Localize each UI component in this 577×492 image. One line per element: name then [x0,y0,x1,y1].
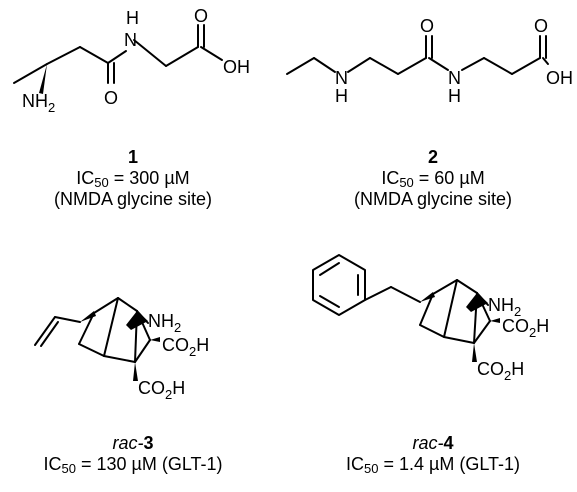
amine-label: NH2 [148,311,181,335]
carboxyl-2-label: CO2H [477,359,524,383]
compound-id: 1 [127,147,138,167]
acid-carbonyl-oxygen-label: O [534,16,548,36]
carboxyl-2-label: CO2H [138,378,185,402]
amide-n-label: N [448,68,461,88]
caption-compound-1: 1 IC50 = 300 µM (NMDA glycine site) [3,147,263,210]
caption-compound-3: rac-3 IC50 = 130 µM (GLT-1) [3,433,263,475]
carbonyl-oxygen-label: O [104,88,118,108]
amine-label: NH2 [488,295,521,319]
compound-id: rac-4 [412,433,454,453]
acid-hydroxyl-label: OH [546,68,573,88]
potency-value: IC50 = 60 µM [381,168,485,190]
compound-id: rac-3 [112,433,154,453]
acid-hydroxyl-label: OH [223,57,250,77]
acid-carbonyl-oxygen-label: O [194,6,208,26]
caption-compound-2: 2 IC50 = 60 µM (NMDA glycine site) [303,147,563,210]
carboxyl-1-label: CO2H [502,316,549,340]
amine-n-label: N [335,68,348,88]
carboxyl-1-label: CO2H [162,335,209,359]
amine-h-label: H [335,86,348,106]
amine-label: NH2 [22,91,55,115]
caption-compound-4: rac-4 IC50 = 1.4 µM (GLT-1) [303,433,563,475]
amide-h-label: H [448,86,461,106]
structure-compound-2: N H O N H O OH [286,16,573,106]
structure-compound-4: NH2 CO2H CO2H [312,254,549,383]
target-site: (NMDA glycine site) [53,189,213,209]
compound-id: 2 [427,147,438,167]
structure-compound-3: NH2 CO2H CO2H [34,297,209,402]
potency-value: IC50 = 300 µM [76,168,190,190]
potency-value: IC50 = 1.4 µM (GLT-1) [345,454,521,476]
carbonyl-oxygen-label: O [420,16,434,36]
potency-value: IC50 = 130 µM (GLT-1) [43,454,223,476]
target-site: (NMDA glycine site) [353,189,513,209]
